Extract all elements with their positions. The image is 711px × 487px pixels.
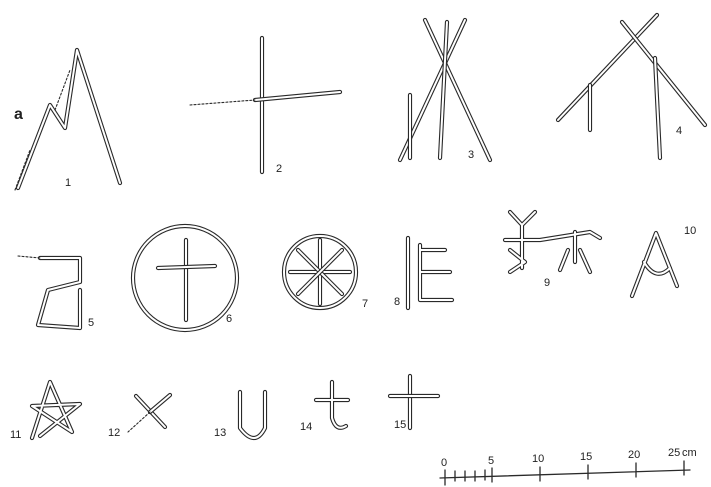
engraving-12 xyxy=(128,395,170,432)
figure-number-10: 10 xyxy=(684,226,696,237)
scale-tick-10: 10 xyxy=(532,454,544,465)
figure-number-2: 2 xyxy=(276,164,282,175)
panel-label: a xyxy=(14,107,23,123)
engraving-7 xyxy=(284,236,356,308)
engraving-3 xyxy=(400,20,490,160)
figure-number-6: 6 xyxy=(226,314,232,325)
engraving-6 xyxy=(133,226,237,330)
engraving-4 xyxy=(558,15,705,158)
figure-number-15: 15 xyxy=(394,420,406,431)
figure-number-1: 1 xyxy=(65,178,71,189)
engraving-9 xyxy=(505,212,600,272)
scale-tick-5: 5 xyxy=(488,456,494,467)
engraving-1 xyxy=(15,50,120,190)
figure-number-3: 3 xyxy=(468,150,474,161)
figure-number-14: 14 xyxy=(300,422,312,433)
figure-number-12: 12 xyxy=(108,428,120,439)
scale-tick-15: 15 xyxy=(580,452,592,463)
engraving-5 xyxy=(18,256,80,328)
scale-bar xyxy=(440,461,690,485)
figure-number-7: 7 xyxy=(362,299,368,310)
scale-tick-25: 25 xyxy=(668,448,680,459)
figure-number-4: 4 xyxy=(676,126,682,137)
engraving-8 xyxy=(408,238,452,308)
engraving-11 xyxy=(32,382,80,438)
scale-unit: cm xyxy=(682,448,697,459)
engraving-13 xyxy=(240,392,265,438)
engraving-10 xyxy=(632,233,677,296)
scale-tick-20: 20 xyxy=(628,450,640,461)
figure-number-11: 11 xyxy=(10,430,21,441)
figure-number-5: 5 xyxy=(88,318,94,329)
figure-number-9: 9 xyxy=(544,278,550,289)
engraving-2 xyxy=(190,38,340,172)
engraving-14 xyxy=(316,382,348,428)
scale-tick-0: 0 xyxy=(441,458,447,469)
figure-number-13: 13 xyxy=(214,428,226,439)
figure-number-8: 8 xyxy=(394,297,400,308)
